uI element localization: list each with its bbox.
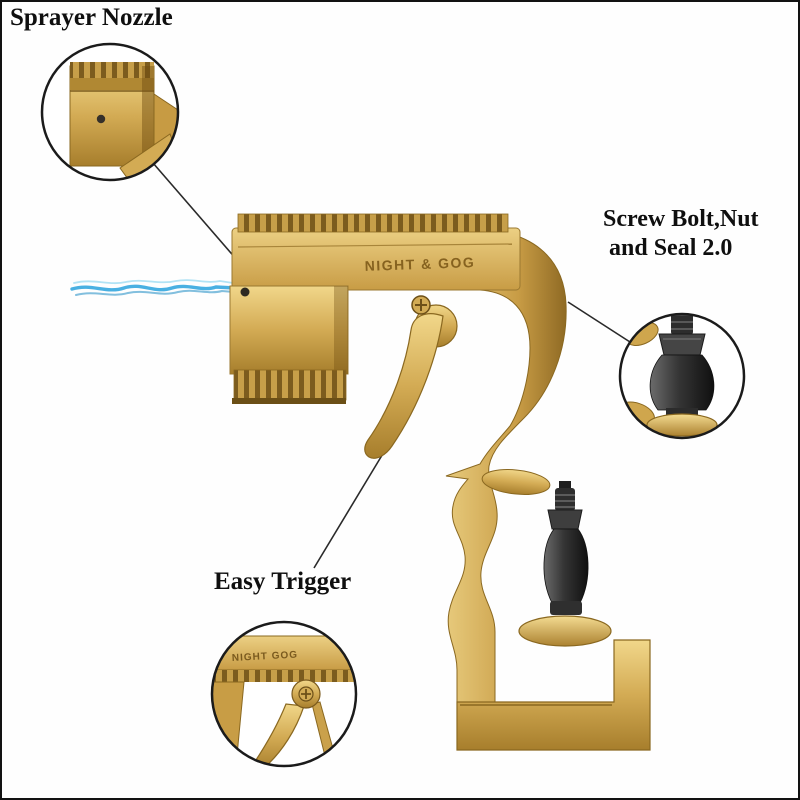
bolt-bracket-flange: [481, 469, 551, 495]
bolt-leader-line: [567, 301, 631, 343]
closeup-bolt-tip: [676, 301, 688, 310]
nozzle-hole: [240, 287, 250, 297]
front-block-shading: [334, 286, 348, 374]
bolt-callout-circle: [618, 312, 746, 440]
bolt-gold-disc: [518, 615, 612, 647]
bolt-tip: [559, 481, 571, 490]
bolt-assembly: [518, 481, 612, 647]
closeup-bolt-body: [649, 354, 715, 411]
spray-stream: [70, 279, 237, 296]
trigger-callout: NIGHT GOG: [210, 620, 358, 768]
closeup-nozzle-teeth: [70, 62, 154, 78]
closeup-brand-text: NIGHT GOG: [232, 650, 299, 664]
trigger-callout-circle: [210, 620, 358, 768]
closeup-bolt-nut: [658, 333, 706, 356]
label-screw-bolt-line1: Screw Bolt,Nut: [603, 206, 759, 232]
spray-line-main: [70, 284, 237, 292]
closeup-left-block: [212, 681, 245, 766]
bolt-callout: [618, 301, 746, 440]
gun-front-block: [229, 285, 349, 375]
label-screw-bolt: Screw Bolt,Nut and Seal 2.0: [603, 205, 759, 263]
gun-grip: [445, 229, 567, 705]
closeup-bar-ribs: [212, 670, 356, 682]
front-block-ribs: [233, 369, 347, 401]
brand-text: NIGHT & GOG: [364, 254, 475, 274]
nozzle-callout-circle: [40, 42, 180, 182]
label-easy-trigger: Easy Trigger: [214, 568, 352, 595]
bolt-closeup: [620, 301, 718, 437]
champagne-gun: NIGHT & GOG: [229, 213, 651, 751]
closeup-nozzle-side: [142, 66, 154, 166]
closeup-nozzle-hole: [96, 114, 106, 124]
gun-top-ribs: [237, 213, 509, 233]
trigger-leader-line: [313, 441, 391, 569]
bottle-clamp: [456, 639, 651, 751]
front-block-base: [232, 398, 346, 404]
label-sprayer-nozzle: Sprayer Nozzle: [10, 4, 173, 31]
bolt-stud: [555, 488, 575, 511]
gun-trigger: [364, 313, 444, 459]
nozzle-callout: [40, 42, 180, 182]
spray-line-upper: [73, 279, 234, 285]
nozzle-leader-line: [152, 162, 238, 261]
barrel-groove: [237, 243, 513, 248]
bolt-collar: [550, 601, 582, 615]
closeup-trigger-blade: [253, 703, 305, 766]
spray-line-lower: [75, 289, 235, 296]
bolt-nut: [547, 509, 583, 530]
closeup-bolt-washer: [646, 413, 718, 437]
bolt-body: [543, 528, 589, 604]
label-screw-bolt-line2: and Seal 2.0: [609, 235, 733, 261]
closeup-nozzle-band: [70, 78, 154, 90]
